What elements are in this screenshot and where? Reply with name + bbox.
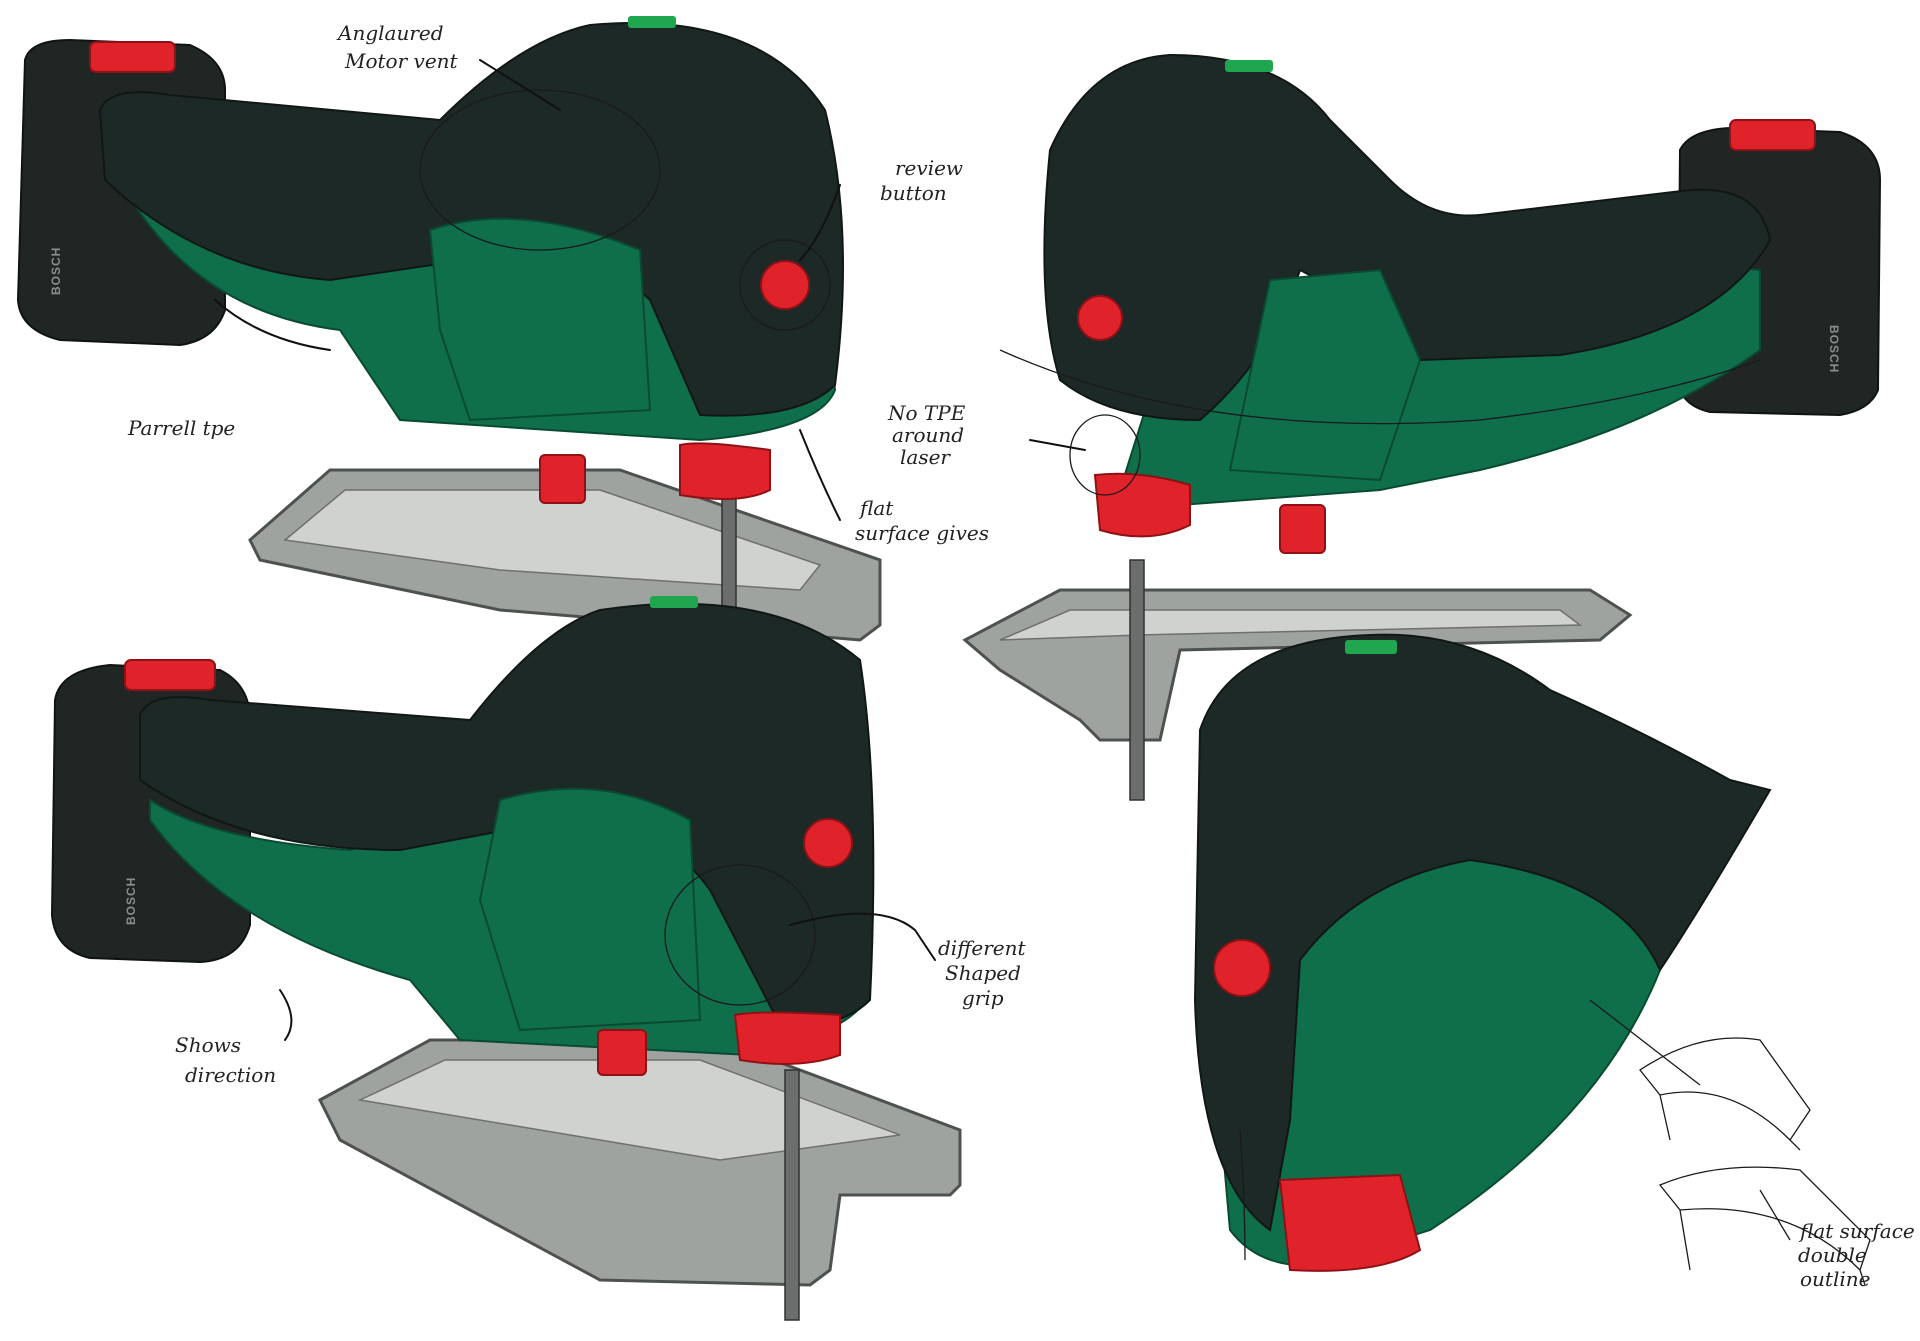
jigsaw-housing — [98, 16, 844, 442]
note-no-tpe-2: around — [892, 423, 964, 447]
brand-mark: BOSCH — [124, 877, 138, 925]
review-button — [1077, 295, 1123, 341]
motor-vent-leader — [479, 59, 561, 111]
note-motor-vent-2: Motor vent — [344, 49, 459, 73]
led-indicator — [628, 16, 676, 28]
note-grip-3: grip — [962, 986, 1004, 1010]
note-no-tpe-3: laser — [900, 445, 951, 469]
laser-callout-ring — [1069, 414, 1141, 496]
note-review-2: button — [880, 181, 947, 205]
led-indicator — [1345, 640, 1397, 654]
blade-guard — [1278, 1173, 1422, 1272]
jigsaw-view-top-right: BOSCH — [962, 53, 1882, 801]
blade-guard — [1093, 472, 1191, 538]
jigsaw-view-bottom-left: BOSCH — [50, 596, 962, 1321]
note-motor-vent-1: Anglaured — [336, 21, 444, 45]
flat-surface-detail-sketch — [1589, 999, 1871, 1286]
battery-release-button — [124, 659, 216, 691]
brand-mark: BOSCH — [49, 247, 63, 295]
trigger — [539, 454, 586, 504]
battery-release-button — [89, 41, 176, 73]
note-grip-1: different — [938, 936, 1026, 960]
led-indicator — [1225, 60, 1273, 72]
note-grip-2: Shaped — [945, 961, 1021, 985]
grip-callout-ring — [664, 864, 816, 1006]
review-button-callout-ring — [739, 239, 831, 331]
review-button — [803, 818, 853, 868]
note-flat-surface-1: flat — [858, 496, 894, 520]
battery-release-button — [1729, 119, 1816, 151]
blade-guard — [733, 1011, 841, 1065]
note-flat-surface-2: surface gives — [855, 521, 989, 545]
saw-blade — [1129, 559, 1145, 801]
jigsaw-housing — [1043, 53, 1772, 507]
brand-mark: BOSCH — [1827, 325, 1841, 373]
review-button — [1213, 939, 1271, 997]
parrell-tpe-leader — [214, 299, 331, 351]
shows-direction-leader — [279, 989, 293, 1041]
flat-surface-leader — [799, 429, 841, 521]
review-button — [760, 260, 810, 310]
led-indicator — [650, 596, 698, 608]
trigger — [1279, 504, 1326, 554]
note-flat-outline-3: outline — [1800, 1267, 1870, 1291]
note-direction-2: direction — [185, 1063, 276, 1087]
jigsaw-closeup-view — [1193, 633, 1871, 1286]
cable-line — [1239, 1129, 1246, 1261]
jigsaw-housing — [139, 596, 875, 1057]
note-no-tpe-1: No TPE — [887, 401, 966, 425]
note-flat-outline-2: double — [1798, 1243, 1867, 1267]
no-tpe-leader — [1029, 439, 1086, 451]
grip-leader — [789, 912, 936, 961]
jigsaw-view-top-left: BOSCH — [16, 16, 882, 642]
review-leader — [799, 184, 841, 261]
note-review-1: review — [895, 156, 963, 180]
saw-blade — [784, 1069, 800, 1321]
note-parrell-tpe: Parrell tpe — [127, 416, 235, 440]
note-direction-1: Shows — [175, 1033, 241, 1057]
note-flat-outline-1: flat surface — [1798, 1219, 1915, 1243]
closeup-leader — [1589, 999, 1701, 1086]
trigger — [597, 1029, 647, 1076]
jigsaw-base-plate — [318, 1038, 962, 1287]
motor-vent-callout-ring — [419, 89, 661, 251]
flat-surface-guide-line — [999, 349, 1761, 425]
blade-guard — [679, 442, 771, 500]
